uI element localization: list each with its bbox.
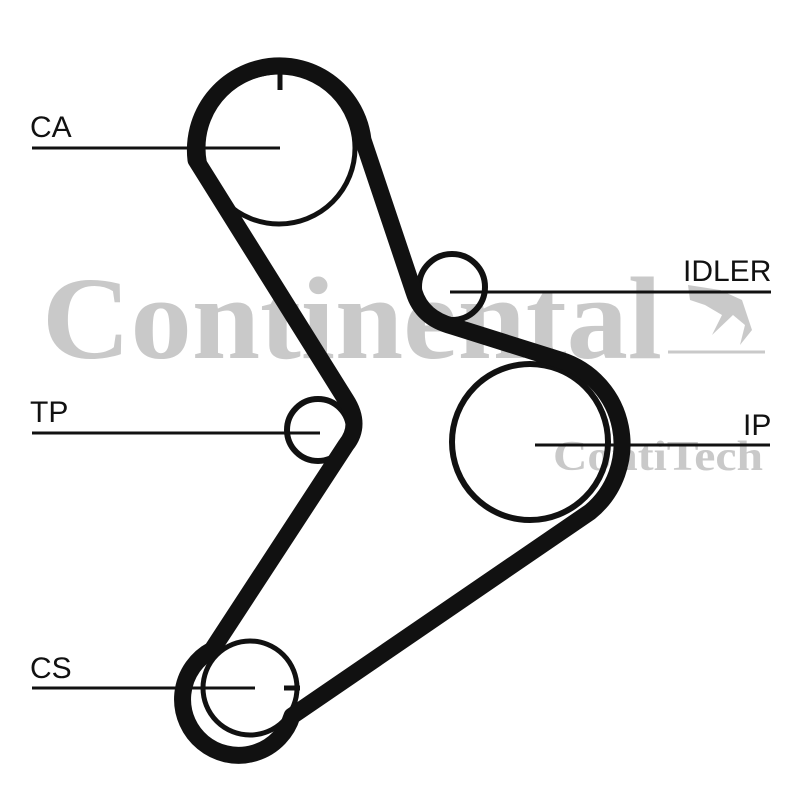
timing-belt — [174, 57, 631, 764]
watermark: Continental ContiTech — [42, 253, 765, 480]
horse-logo-icon — [688, 285, 752, 345]
label-idler: IDLER — [683, 255, 771, 288]
label-ca: CA — [30, 111, 72, 144]
label-ip: IP — [743, 409, 771, 442]
watermark-contitech: ContiTech — [553, 434, 763, 480]
label-cs: CS — [30, 652, 72, 685]
label-tp: TP — [30, 396, 68, 429]
injection-pump-pulley — [449, 361, 611, 523]
